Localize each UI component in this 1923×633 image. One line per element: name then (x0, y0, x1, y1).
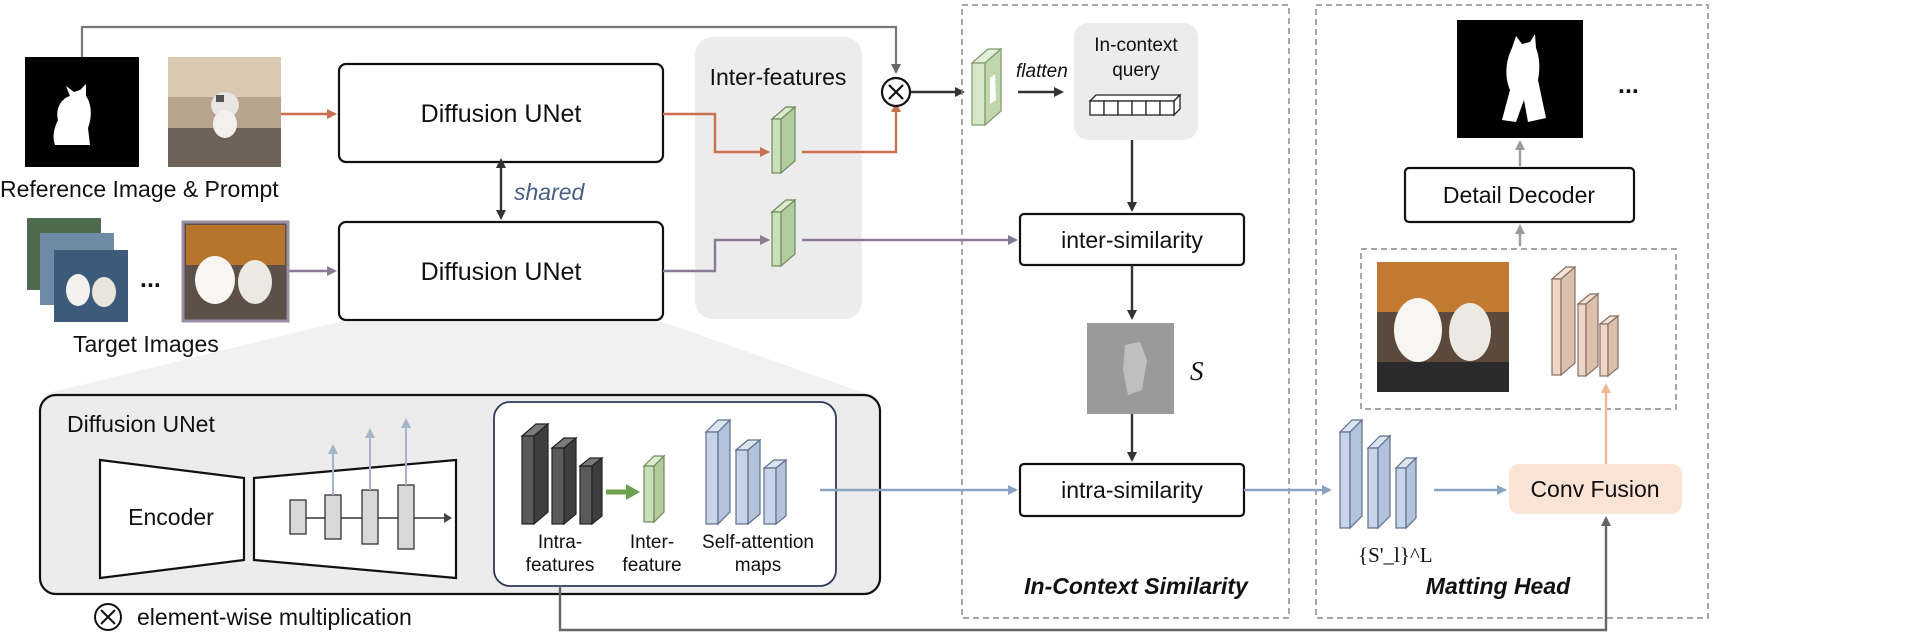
intra-similarity-label: intra-similarity (1061, 477, 1203, 503)
self-attention-label-line2: maps (735, 555, 781, 576)
inter-similarity-label: inter-similarity (1061, 227, 1203, 253)
legend-multiply-icon (94, 603, 122, 631)
diffusion-unet-bottom-label: Diffusion UNet (421, 258, 582, 286)
in-context-similarity-title: In-Context Similarity (1024, 573, 1249, 599)
query-token-row (1088, 93, 1182, 117)
inter-feature-block-bottom (770, 198, 797, 268)
intra-features-to-fusion-arrow (558, 516, 1611, 632)
encoder-shape (98, 458, 246, 580)
feature-to-multiply-arrow (802, 102, 901, 154)
inter-feature-label-line1: Inter- (630, 532, 674, 553)
flatten-label: flatten (1016, 61, 1068, 82)
detail-decoder-label: Detail Decoder (1443, 182, 1595, 208)
similarity-set-label: {S'_l}^L (1358, 543, 1433, 567)
query-label-line2: query (1112, 60, 1160, 81)
decoder-input-group (1360, 248, 1677, 410)
intra-to-inter-arrow (606, 484, 640, 500)
mask-route-arrow (80, 25, 901, 74)
unet-bottom-to-feature-arrow (663, 235, 770, 273)
query-label-line1: In-context (1094, 35, 1178, 56)
unet-top-to-feature-arrow (663, 112, 770, 157)
inter-feature-block-top (770, 105, 797, 175)
self-attention-label-line1: Self-attention (702, 532, 814, 553)
similarity-stack-icon (1338, 418, 1418, 530)
in-context-similarity-panel (961, 4, 1290, 619)
intra-features-label-line1: Intra- (538, 532, 582, 553)
self-attention-maps-blocks (704, 418, 788, 526)
reference-caption: Reference Image & Prompt (0, 176, 279, 202)
matting-head-title: Matting Head (1426, 573, 1571, 599)
diffusion-unet-top-label: Diffusion UNet (421, 100, 582, 128)
output-ellipsis: ... (1618, 71, 1639, 99)
multiply-circle-icon (880, 76, 912, 108)
legend-text: element-wise multiplication (137, 604, 412, 630)
similarity-symbol: S (1190, 356, 1204, 386)
encoder-label: Encoder (128, 504, 214, 530)
zoom-wedge (40, 322, 870, 395)
diffusion-unet-detail-title: Diffusion UNet (67, 411, 215, 437)
output-cat-silhouette (1502, 34, 1546, 122)
shared-label: shared (514, 179, 586, 205)
inter-feature-block-detail (642, 454, 666, 524)
conv-fusion-box (1509, 464, 1682, 514)
detail-decoder-box (1403, 166, 1636, 224)
cat-mask-shape (53, 84, 91, 145)
target-caption: Target Images (73, 331, 219, 357)
decoder-internal-blocks (289, 418, 452, 550)
inter-feature-label-line2: feature (622, 555, 681, 576)
target-image-stack (27, 218, 128, 322)
decoder-feature-blocks (1550, 265, 1620, 378)
conv-fusion-label: Conv Fusion (1530, 476, 1659, 502)
inter-features-title: Inter-features (710, 64, 847, 90)
targets-ellipsis: ... (140, 265, 161, 293)
inter-features-panel (695, 37, 862, 319)
masked-feature-block (970, 47, 1003, 127)
intra-features-label-line2: features (526, 555, 595, 576)
intra-features-blocks (520, 422, 604, 526)
matting-head-panel (1315, 4, 1709, 619)
